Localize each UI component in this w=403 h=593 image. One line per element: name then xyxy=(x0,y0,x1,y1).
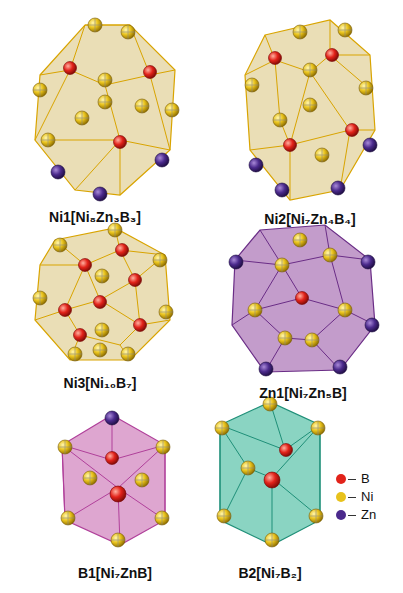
polyhedron-label: Ni1[Ni₈Zn₃B₃] xyxy=(49,210,141,225)
polyhedron-label: Ni3[Ni₁₀B₇] xyxy=(64,376,137,391)
polyhedron-label: Ni2[Ni₇Zn₄B₄] xyxy=(264,212,355,227)
legend-swatch xyxy=(336,491,358,503)
legend-row: B xyxy=(336,472,370,485)
legend-text: Ni xyxy=(361,490,373,503)
polyhedron-label: B1[Ni₇ZnB] xyxy=(78,566,152,581)
polyhedron-label: Zn1[Ni₇Zn₅B] xyxy=(259,386,346,401)
legend-row: Ni xyxy=(336,490,373,503)
legend-swatch xyxy=(336,509,358,521)
legend-text: Zn xyxy=(361,508,376,521)
legend-text: B xyxy=(361,472,370,485)
legend-row: Zn xyxy=(336,508,376,521)
legend-swatch xyxy=(336,473,358,485)
polyhedron-label: B2[Ni₇B₂] xyxy=(238,566,301,581)
